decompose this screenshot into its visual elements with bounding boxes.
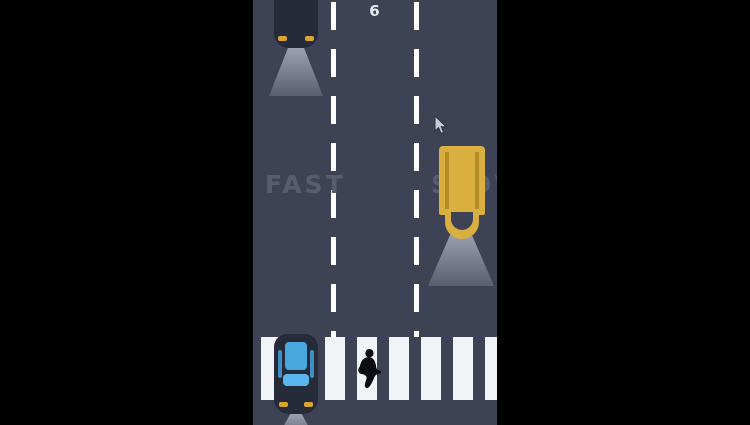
bus-stripe-right xyxy=(475,152,479,209)
lane-dash xyxy=(331,237,336,265)
player-car[interactable] xyxy=(274,334,318,414)
taillight-left xyxy=(279,402,288,407)
score-display: 6 xyxy=(369,2,381,20)
car-stripe-right xyxy=(310,350,314,378)
lane-divider-left xyxy=(331,0,336,337)
lane-dash xyxy=(331,143,336,171)
pedestrian-icon xyxy=(358,349,382,389)
lane-dash xyxy=(414,49,419,77)
bus-stripe-left xyxy=(445,152,449,209)
mouse-pointer-icon xyxy=(434,115,448,135)
lane-dash xyxy=(331,49,336,77)
oncoming-car-top xyxy=(274,0,318,48)
lane-divider-right xyxy=(414,0,419,337)
lane-dash xyxy=(414,190,419,218)
lane-dash xyxy=(414,284,419,312)
car-stripe-left xyxy=(278,350,282,378)
lane-hint-fast: FAST xyxy=(265,170,346,199)
lane-dash xyxy=(414,96,419,124)
taillight-left xyxy=(278,36,287,41)
road-surface[interactable]: 6 FAST SLOW xyxy=(253,0,497,425)
lane-dash xyxy=(331,331,336,337)
crosswalk-stripe xyxy=(421,337,441,400)
car-roof xyxy=(285,342,307,370)
lane-dash xyxy=(414,2,419,30)
headlight-cone-top-car xyxy=(269,44,323,96)
car-windshield xyxy=(283,374,309,386)
crosswalk-stripe xyxy=(325,337,345,400)
traffic-bus xyxy=(439,146,485,215)
lane-dash xyxy=(414,143,419,171)
taillight-right xyxy=(305,36,314,41)
lane-dash xyxy=(331,96,336,124)
crosswalk-stripe xyxy=(389,337,409,400)
pedestrian xyxy=(357,348,383,390)
lane-dash xyxy=(331,284,336,312)
bus-nose-cutout xyxy=(451,212,473,230)
lane-dash xyxy=(414,331,419,337)
lane-dash xyxy=(331,190,336,218)
crosswalk-stripe xyxy=(485,337,497,400)
taillight-right xyxy=(304,402,313,407)
crosswalk-stripe xyxy=(453,337,473,400)
lane-dash xyxy=(414,237,419,265)
lane-dash xyxy=(331,2,336,30)
